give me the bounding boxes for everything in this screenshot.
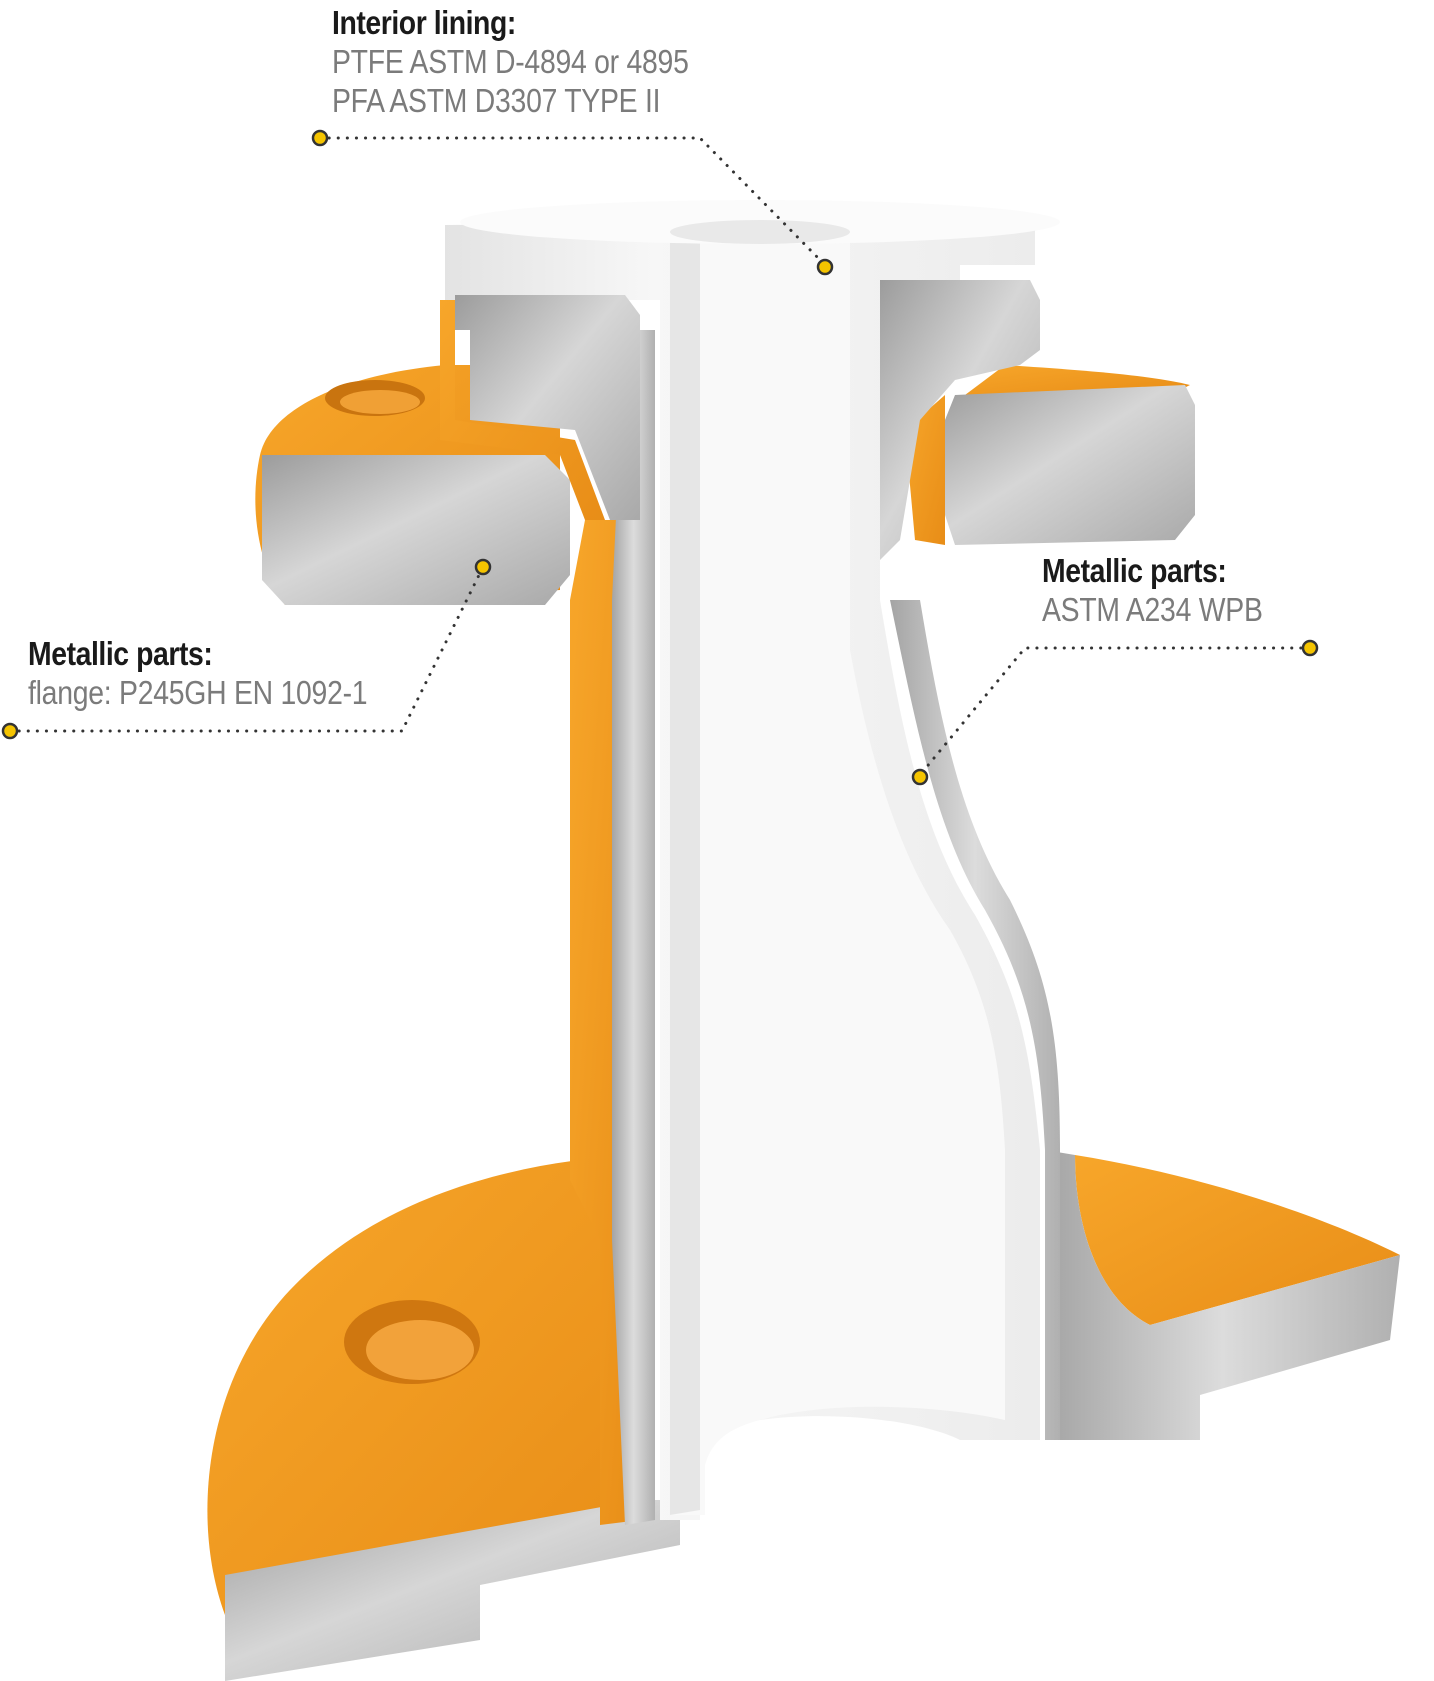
lining-bore-shadow	[670, 240, 700, 1515]
markers	[1, 129, 1319, 786]
lining-top-bore	[670, 220, 850, 244]
callout-pipe-metallic: Metallic parts: ASTM A234 WPB	[1042, 552, 1299, 630]
marker-dot-icon	[911, 768, 929, 786]
pipe-body	[570, 330, 1060, 1525]
leader-flange	[8, 565, 485, 733]
top-flange	[255, 280, 1195, 605]
callout-line: flange: P245GH EN 1092-1	[28, 673, 368, 711]
bottom-flange-right-section	[1045, 1150, 1400, 1440]
leader-lining	[318, 136, 827, 267]
stub-end-left-section	[455, 295, 640, 520]
lining-bore	[670, 240, 1005, 1515]
callout-line: PTFE ASTM D-4894 or 4895	[332, 42, 689, 80]
interior-lining	[445, 200, 1060, 1520]
pipe-left-steel-section	[612, 330, 655, 1525]
stub-end-right-section	[880, 280, 1040, 560]
callout-line: PFA ASTM D3307 TYPE II	[332, 81, 661, 119]
bottom-flange-left-section	[225, 1500, 680, 1681]
leader-lines	[8, 136, 1312, 777]
bottom-flange-right-top	[1075, 1155, 1400, 1325]
callout-interior-lining: Interior lining: PTFE ASTM D-4894 or 489…	[332, 4, 747, 121]
bolt-hole-bottom-inner	[366, 1320, 474, 1380]
leader-pipe	[918, 646, 1312, 777]
marker-dot-icon	[1301, 639, 1319, 657]
stub-end-left-orange	[440, 300, 605, 520]
bottom-flange	[207, 1150, 1400, 1681]
callout-title: Interior lining:	[332, 4, 516, 41]
top-flange-right-section	[945, 385, 1195, 545]
marker-dot-icon	[816, 258, 834, 276]
callout-title: Metallic parts:	[28, 635, 213, 672]
marker-dot-icon	[1, 722, 19, 740]
callout-title: Metallic parts:	[1042, 552, 1227, 589]
bottom-flange-body	[207, 1155, 640, 1615]
marker-dot-icon	[311, 129, 329, 147]
top-flange-left-section	[262, 455, 570, 605]
callout-line: ASTM A234 WPB	[1042, 590, 1263, 628]
marker-dot-icon	[474, 558, 492, 576]
bolt-hole-top-inner	[340, 390, 420, 414]
callout-flange-metallic: Metallic parts: flange: P245GH EN 1092-1	[28, 635, 423, 713]
